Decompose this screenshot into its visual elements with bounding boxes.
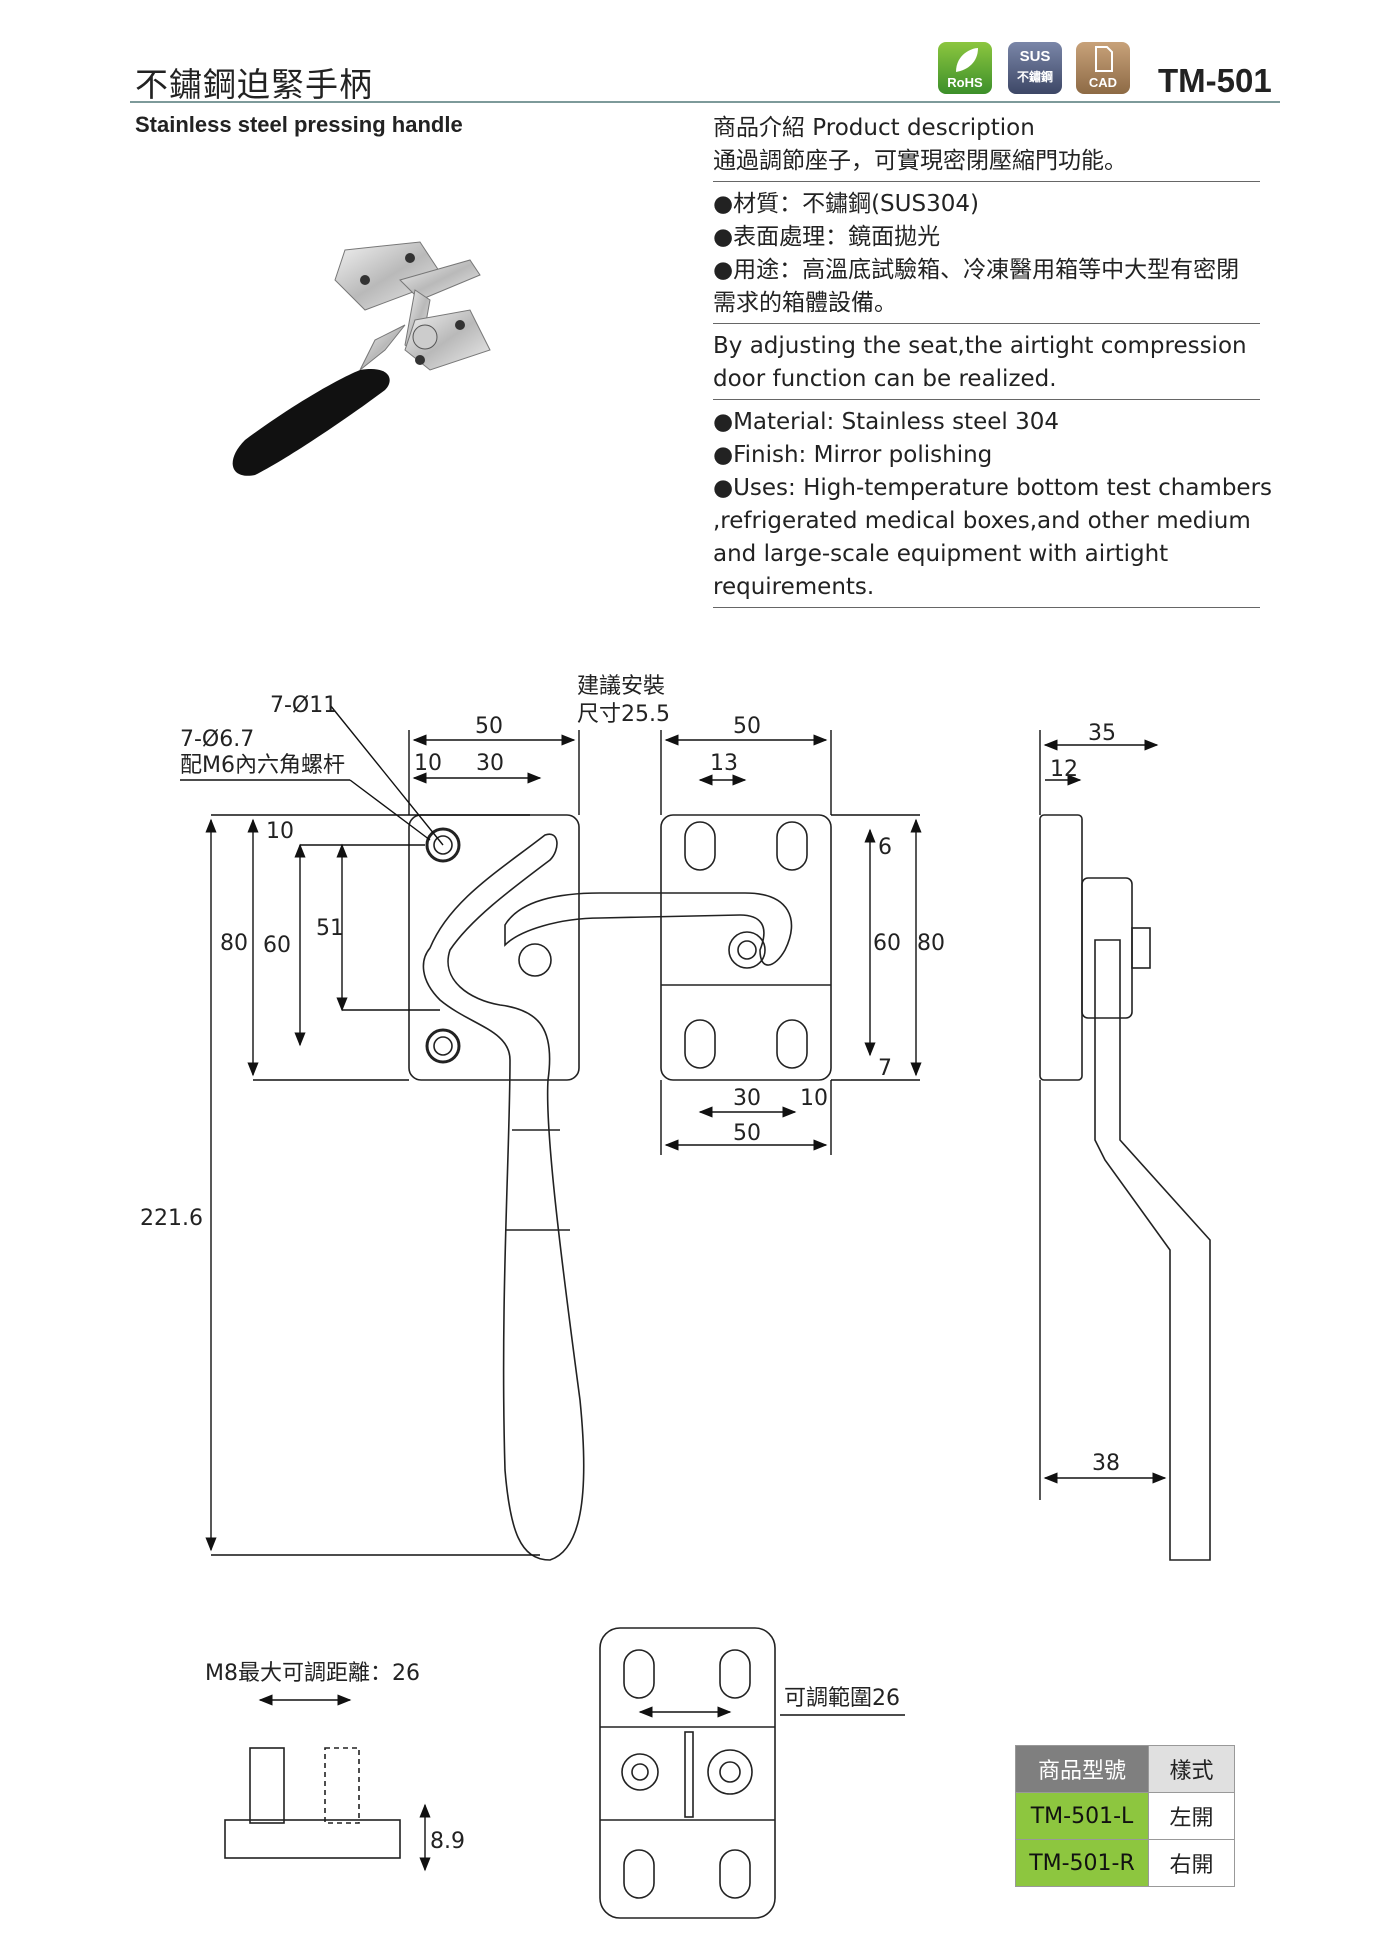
dim-12: 12 (1050, 757, 1078, 782)
mount-hole (425, 1028, 461, 1064)
dim-30-top: 30 (476, 751, 504, 776)
description-heading: 商品介紹 Product description (713, 115, 1035, 141)
side-plate (1039, 814, 1083, 1081)
dim-60-right: 60 (873, 931, 901, 956)
description-intro-zh: 通過調節座子，可實現密閉壓縮門功能。 (713, 148, 1127, 174)
dim-7: 7 (878, 1056, 892, 1081)
model-number: TM-501 (1158, 62, 1272, 99)
product-description: 商品介紹 Product description 通過調節座子，可實現密閉壓縮門… (713, 112, 1273, 614)
header-divider (130, 101, 1280, 103)
bullet-uses-en-4: requirements. (713, 574, 875, 600)
rohs-label: RoHS (947, 75, 983, 90)
table-cell: TM-501-R (1015, 1839, 1149, 1887)
sus-label: SUS (1019, 48, 1051, 65)
dim-51: 51 (316, 916, 344, 941)
table-row: TM-501-L 左開 (1015, 1792, 1235, 1840)
side-handle (1094, 939, 1211, 1561)
slot-hole (684, 1019, 716, 1069)
strike-plate (660, 814, 832, 1081)
dim-6: 6 (878, 835, 892, 860)
adjust-range-label: 可調範圍26 (784, 1686, 900, 1711)
sus-sub-label: 不鏽鋼 (1016, 70, 1053, 84)
technical-drawing: 7-Ø11 7-Ø6.7 配M6內六角螺杆 建議安裝 尺寸25.5 50 10 … (140, 674, 1211, 1919)
divider (713, 323, 1260, 324)
dim-8-9: 8.9 (430, 1829, 465, 1854)
dim-30-bottom: 30 (733, 1086, 761, 1111)
dim-80-right: 80 (917, 931, 945, 956)
install-label-1: 建議安裝 (577, 674, 665, 699)
divider (713, 181, 1260, 182)
dim-221: 221.6 (140, 1206, 203, 1231)
bullet-uses-en-3: and large-scale equipment with airtight (713, 541, 1169, 567)
dim-50-top-right: 50 (733, 714, 761, 739)
m8-screw (249, 1747, 285, 1824)
dim-35: 35 (1088, 721, 1116, 746)
product-photo (232, 241, 491, 476)
hook-arm (504, 892, 793, 966)
table-header: 樣式 (1148, 1745, 1235, 1793)
slot-hole (684, 821, 716, 871)
bullet-material-en: ●Material: Stainless steel 304 (713, 409, 1059, 435)
divider (713, 399, 1260, 400)
cad-label: CAD (1088, 75, 1118, 90)
hole-small-label: 7-Ø6.7 (180, 727, 254, 752)
model-table: 商品型號 樣式 TM-501-L 左開 TM-501-R 右開 (1015, 1745, 1235, 1887)
bullet-material-zh: ●材質：不鏽鋼(SUS304) (713, 191, 979, 217)
description-intro-en-2: door function can be realized. (713, 366, 1057, 392)
dim-80-left: 80 (220, 931, 248, 956)
file-icon (1095, 46, 1113, 72)
bullet-finish-zh: ●表面處理：鏡面拋光 (713, 224, 941, 250)
table-cell: TM-501-L (1015, 1792, 1149, 1840)
slot-hole (776, 1019, 808, 1069)
adjust-seat (728, 931, 766, 969)
screw-label: 配M6內六角螺杆 (180, 753, 345, 778)
handle-lever (422, 833, 585, 1561)
mount-hole (425, 827, 461, 863)
description-intro-en-1: By adjusting the seat,the airtight compr… (713, 333, 1247, 359)
sus-badge: SUS 不鏽鋼 (1008, 42, 1062, 94)
bullet-uses-zh: ●用途：高溫底試驗箱、冷凍醫用箱等中大型有密閉 (713, 257, 1240, 283)
table-cell: 右開 (1148, 1839, 1235, 1887)
dim-60-left: 60 (263, 933, 291, 958)
table-cell: 左開 (1148, 1792, 1235, 1840)
rohs-badge: RoHS (938, 42, 992, 94)
page-subtitle: Stainless steel pressing handle (135, 112, 463, 137)
leaf-icon (956, 48, 978, 72)
bullet-uses-en-2: ,refrigerated medical boxes,and other me… (713, 508, 1251, 534)
install-label-2: 尺寸25.5 (577, 702, 670, 727)
dim-10-top: 10 (414, 751, 442, 776)
bullet-finish-en: ●Finish: Mirror polishing (713, 442, 993, 468)
divider (713, 607, 1260, 608)
dim-13: 13 (710, 751, 738, 776)
cad-badge: CAD (1076, 42, 1130, 94)
m8-base (224, 1819, 401, 1859)
adjust-plate-view (599, 1627, 776, 1919)
m8-label: M8最大可調距離：26 (205, 1661, 420, 1686)
hole-dia-label: 7-Ø11 (270, 693, 337, 718)
dim-10-bottom: 10 (800, 1086, 828, 1111)
dim-50-bottom: 50 (733, 1121, 761, 1146)
dim-50-top-left: 50 (475, 714, 503, 739)
page-title: 不鏽鋼迫緊手柄 (135, 65, 373, 104)
dim-10-left: 10 (266, 819, 294, 844)
bullet-uses-en: ●Uses: High-temperature bottom test cham… (713, 475, 1273, 501)
dim-38: 38 (1092, 1451, 1120, 1476)
table-header: 商品型號 (1015, 1745, 1149, 1793)
slot-hole (776, 821, 808, 871)
bullet-uses-zh-cont: 需求的箱體設備。 (713, 290, 897, 316)
table-row: TM-501-R 右開 (1015, 1839, 1235, 1887)
